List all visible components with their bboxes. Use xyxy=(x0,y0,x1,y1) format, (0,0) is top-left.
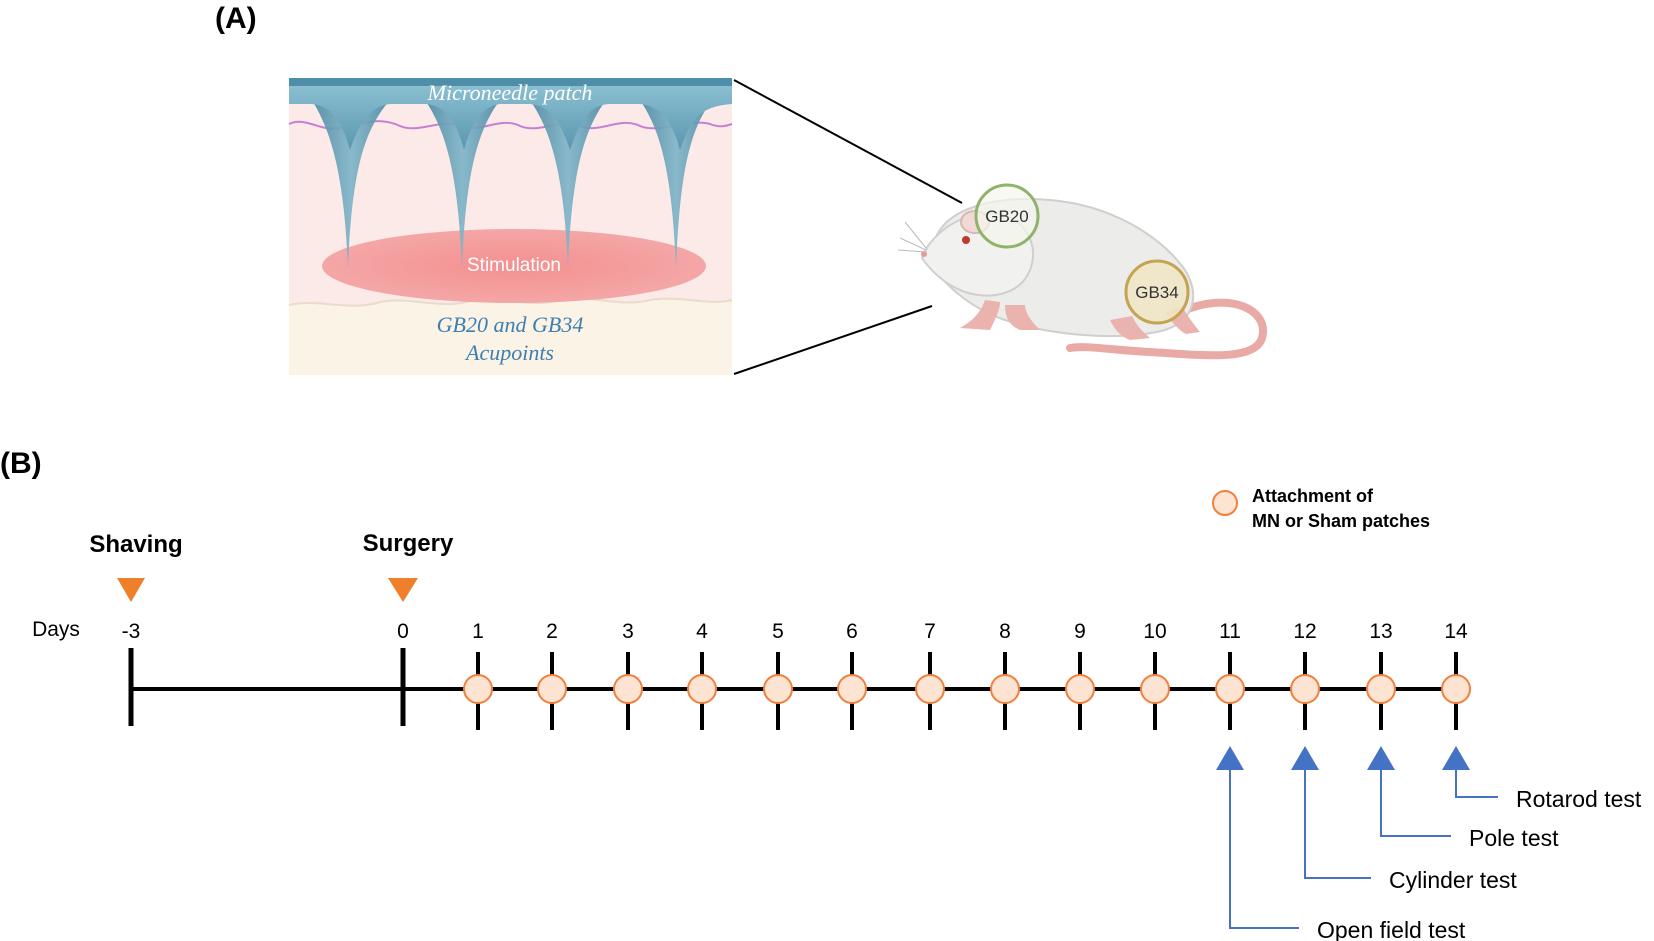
patch-label: Microneedle patch xyxy=(427,80,593,105)
patch-circle-day-11 xyxy=(1215,674,1245,704)
patch-circle-day-6 xyxy=(837,674,867,704)
day-label-14: 14 xyxy=(1444,620,1468,643)
legend: Attachment of MN or Sham patches xyxy=(1212,486,1430,531)
patch-circle-day-8 xyxy=(990,674,1020,704)
legend-line1: Attachment of xyxy=(1252,486,1374,506)
surgery-marker xyxy=(388,578,418,602)
patch-circle-day-1 xyxy=(463,674,493,704)
gb20-marker: GB20 xyxy=(974,183,1040,249)
day-label-3: 3 xyxy=(622,620,634,643)
gb34-label: GB34 xyxy=(1135,283,1178,302)
day-label-13: 13 xyxy=(1369,620,1392,643)
test-label-rotarod-test: Rotarod test xyxy=(1516,786,1642,812)
microneedles xyxy=(312,100,712,268)
event-label-surgery: Surgery xyxy=(363,530,454,557)
day-label-12: 12 xyxy=(1293,620,1316,643)
gb20-label: GB20 xyxy=(985,207,1028,226)
day-label-1: 1 xyxy=(472,620,484,643)
test-arrow-day-11 xyxy=(1216,746,1244,770)
legend-line2: MN or Sham patches xyxy=(1252,511,1430,531)
day-label-10: 10 xyxy=(1143,620,1166,643)
day-label-0: 0 xyxy=(397,620,409,643)
test-label-pole-test: Pole test xyxy=(1469,825,1559,851)
day-label-8: 8 xyxy=(999,620,1011,643)
patch-circle-day-14 xyxy=(1441,674,1471,704)
patch-circle-day-7 xyxy=(915,674,945,704)
day-label-9: 9 xyxy=(1074,620,1086,643)
patch-circle-day-3 xyxy=(613,674,643,704)
day-label--3: -3 xyxy=(122,620,141,643)
patch-circle-day-12 xyxy=(1290,674,1320,704)
patch-circle-day-2 xyxy=(537,674,567,704)
patch-circle-day-5 xyxy=(763,674,793,704)
gb34-marker: GB34 xyxy=(1124,259,1190,325)
days-label: Days xyxy=(32,618,80,641)
test-arrow-day-12 xyxy=(1291,746,1319,770)
patch-circle-day-4 xyxy=(687,674,717,704)
patch-circle-day-13 xyxy=(1366,674,1396,704)
test-label-cylinder-test: Cylinder test xyxy=(1389,867,1517,893)
test-arrows xyxy=(1216,746,1498,929)
zoom-line-top xyxy=(733,79,963,204)
microneedle-patch xyxy=(289,78,732,150)
test-connector-11 xyxy=(1229,770,1299,929)
acupoints-label-line1: GB20 and GB34 xyxy=(437,312,584,337)
test-label-open-field-test: Open field test xyxy=(1317,917,1466,941)
day-label-5: 5 xyxy=(772,620,784,643)
event-label-shaving: Shaving xyxy=(89,531,182,558)
panel-a-label: (A) xyxy=(215,2,257,35)
stimulation-label: Stimulation xyxy=(467,255,561,276)
zoom-line-bottom xyxy=(733,305,933,375)
test-arrow-day-14 xyxy=(1442,746,1470,770)
test-connector-14 xyxy=(1455,770,1498,798)
day-label-7: 7 xyxy=(924,620,936,643)
stimulation-zone xyxy=(322,229,706,303)
test-arrow-day-13 xyxy=(1367,746,1395,770)
day-label-11: 11 xyxy=(1219,620,1241,643)
day-label-4: 4 xyxy=(696,620,708,643)
day-label-2: 2 xyxy=(546,620,558,643)
legend-patch-symbol xyxy=(1212,490,1238,516)
shaving-marker xyxy=(117,578,145,602)
mouse-illustration xyxy=(897,198,1267,360)
test-connector-12 xyxy=(1304,770,1371,879)
acupoints-label-line2: Acupoints xyxy=(464,340,554,365)
test-connector-13 xyxy=(1380,770,1451,837)
patch-circle-day-9 xyxy=(1065,674,1095,704)
patch-circles xyxy=(463,674,1471,704)
test-labels: Open field test Cylinder test Pole test Rot… xyxy=(1317,786,1642,941)
panel-b-label: (B) xyxy=(0,447,42,480)
day-label-6: 6 xyxy=(846,620,858,643)
patch-circle-day-10 xyxy=(1140,674,1170,704)
